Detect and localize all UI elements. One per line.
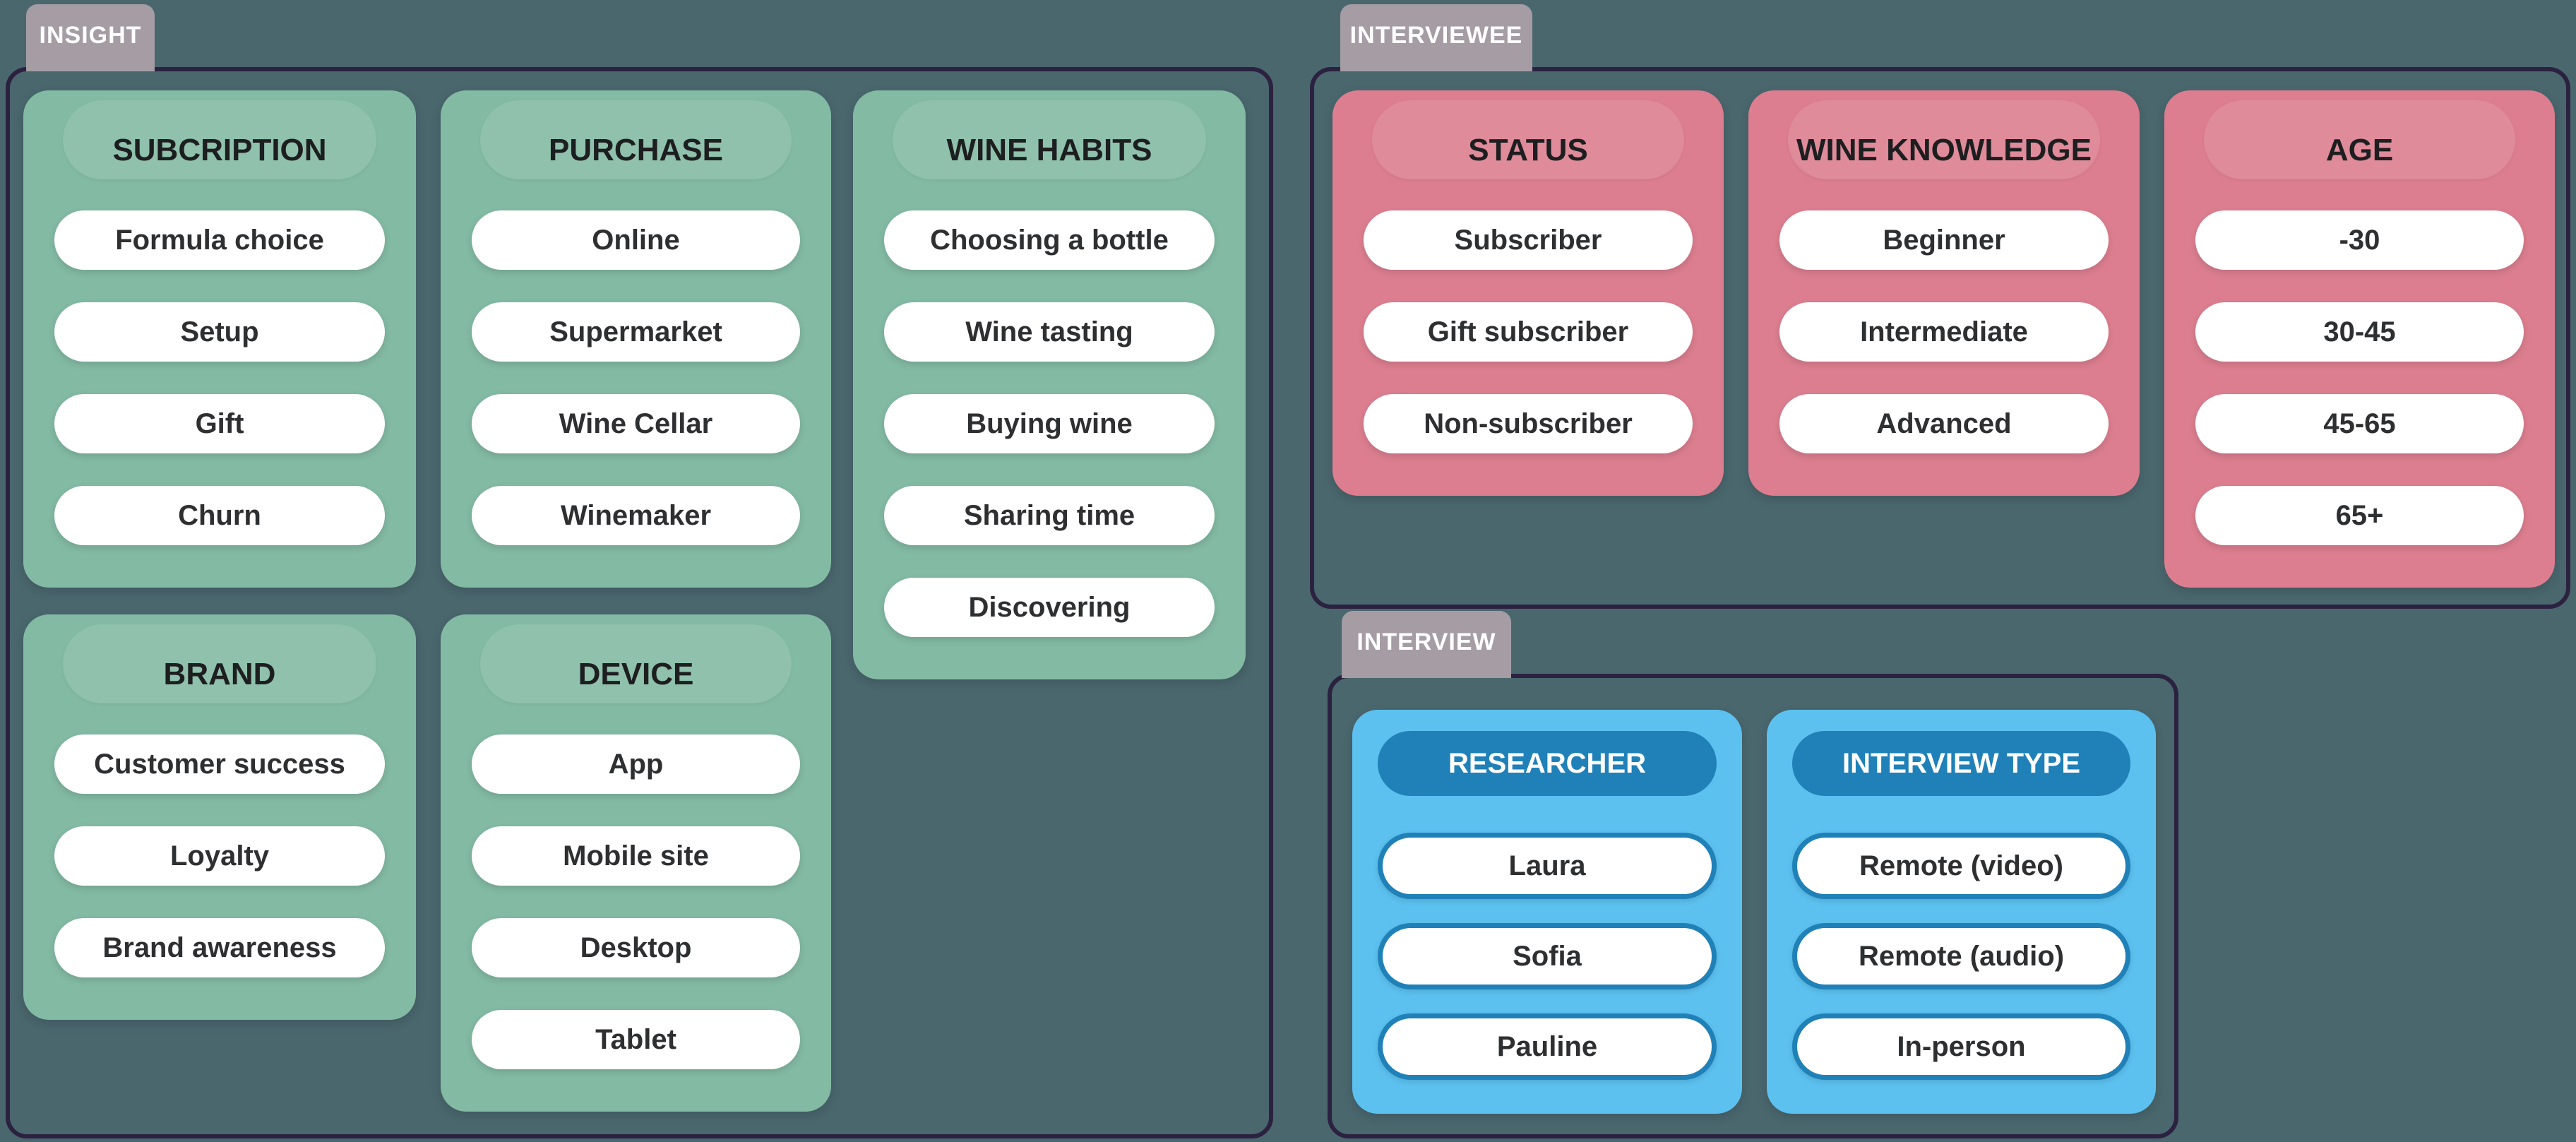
card-header: STATUS <box>1332 90 1724 210</box>
section-tab-interview[interactable]: INTERVIEW <box>1342 611 1511 678</box>
tag-pill[interactable]: Wine tasting <box>884 302 1215 362</box>
tag-pill[interactable]: Winemaker <box>472 486 800 545</box>
card-header: BRAND <box>23 614 416 734</box>
tag-list: Remote (video) Remote (audio) In-person <box>1792 833 2130 1080</box>
tag-pill[interactable]: Formula choice <box>54 210 385 270</box>
tag-pill[interactable]: Tablet <box>472 1010 800 1069</box>
tag-pill[interactable]: Choosing a bottle <box>884 210 1215 270</box>
card-header: PURCHASE <box>441 90 831 210</box>
tag-pill[interactable]: 65+ <box>2195 486 2524 545</box>
tag-pill[interactable]: Gift subscriber <box>1364 302 1693 362</box>
tag-pill[interactable]: -30 <box>2195 210 2524 270</box>
card-header: SUBCRIPTION <box>23 90 416 210</box>
card-interview-type[interactable]: INTERVIEW TYPE Remote (video) Remote (aud… <box>1767 710 2156 1114</box>
tag-pill[interactable]: Supermarket <box>472 302 800 362</box>
tag-pill[interactable]: Advanced <box>1779 394 2109 453</box>
tag-pill[interactable]: Desktop <box>472 918 800 977</box>
section-interviewee <box>1310 67 2570 609</box>
card-title: SUBCRIPTION <box>112 133 327 167</box>
section-insight <box>6 67 1273 1138</box>
tag-pill[interactable]: Pauline <box>1378 1013 1717 1080</box>
tag-pill[interactable]: Setup <box>54 302 385 362</box>
tag-pill[interactable]: Online <box>472 210 800 270</box>
tag-pill[interactable]: Churn <box>54 486 385 545</box>
tag-pill[interactable]: Sharing time <box>884 486 1215 545</box>
card-age[interactable]: AGE -30 30-45 45-65 65+ <box>2164 90 2555 588</box>
tag-pill[interactable]: Laura <box>1378 833 1717 899</box>
tag-pill[interactable]: App <box>472 734 800 794</box>
tag-pill[interactable]: Wine Cellar <box>472 394 800 453</box>
tag-pill[interactable]: Discovering <box>884 578 1215 637</box>
tag-pill[interactable]: 45-65 <box>2195 394 2524 453</box>
tag-pill[interactable]: Mobile site <box>472 826 800 886</box>
card-header: AGE <box>2164 90 2555 210</box>
tag-pill[interactable]: In-person <box>1792 1013 2130 1080</box>
card-title-pill[interactable]: RESEARCHER <box>1378 731 1717 796</box>
section-tab-interviewee[interactable]: INTERVIEWEE <box>1340 4 1532 71</box>
card-title-pill[interactable]: INTERVIEW TYPE <box>1792 731 2130 796</box>
section-interview <box>1328 674 2178 1138</box>
tag-pill[interactable]: Remote (audio) <box>1792 923 2130 989</box>
tag-pill[interactable]: Non-subscriber <box>1364 394 1693 453</box>
tag-pill[interactable]: Brand awareness <box>54 918 385 977</box>
card-header: WINE HABITS <box>853 90 1246 210</box>
tag-pill[interactable]: Loyalty <box>54 826 385 886</box>
tag-pill[interactable]: Buying wine <box>884 394 1215 453</box>
tag-pill[interactable]: Gift <box>54 394 385 453</box>
tag-pill[interactable]: Beginner <box>1779 210 2109 270</box>
card-title: WINE KNOWLEDGE <box>1796 133 2092 167</box>
card-title: PURCHASE <box>549 133 723 167</box>
card-title: DEVICE <box>578 657 694 691</box>
tag-pill[interactable]: Subscriber <box>1364 210 1693 270</box>
tag-pill[interactable]: Remote (video) <box>1792 833 2130 899</box>
section-tab-insight[interactable]: INSIGHT <box>26 4 155 71</box>
tag-list: -30 30-45 45-65 65+ <box>2164 210 2555 545</box>
card-header: WINE KNOWLEDGE <box>1748 90 2140 210</box>
tag-pill[interactable]: 30-45 <box>2195 302 2524 362</box>
tag-pill[interactable]: Customer success <box>54 734 385 794</box>
card-title: STATUS <box>1468 133 1588 167</box>
tag-pill[interactable]: Intermediate <box>1779 302 2109 362</box>
card-title: WINE HABITS <box>946 133 1152 167</box>
card-title: AGE <box>2325 133 2394 167</box>
card-title: BRAND <box>163 657 276 691</box>
card-header: DEVICE <box>441 614 831 734</box>
tag-pill[interactable]: Sofia <box>1378 923 1717 989</box>
